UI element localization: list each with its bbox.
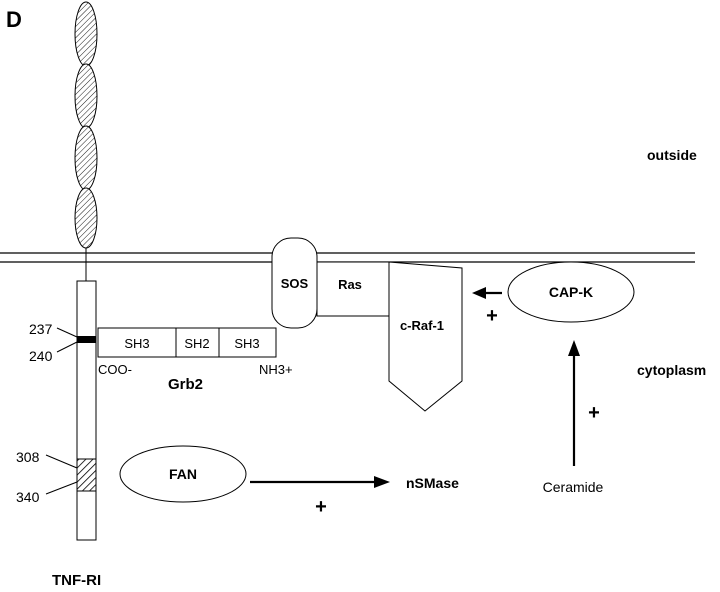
grb2-n-terminus: NH3+ — [259, 362, 293, 377]
residue-markers: 237 240 308 340 — [16, 321, 78, 505]
ras-protein: Ras — [316, 261, 390, 317]
residue-340: 340 — [16, 489, 40, 505]
capk-to-craf-sign: + — [486, 305, 498, 327]
sos-protein: SOS — [271, 237, 318, 329]
receptor-name: TNF-RI — [52, 572, 101, 589]
ceramide-to-capk-sign: + — [588, 402, 600, 424]
grb2-c-terminus: COO- — [98, 362, 132, 377]
residue-308: 308 — [16, 449, 40, 465]
craf-label: c-Raf-1 — [400, 318, 444, 333]
fan-binding-domain — [76, 458, 97, 492]
fan-to-nsmase-arrow — [250, 476, 390, 488]
nsmase-label: nSMase — [406, 475, 459, 491]
ras-label: Ras — [338, 277, 362, 292]
capk-to-craf-arrow — [472, 287, 502, 299]
receptor-extracellular-domain — [74, 1, 98, 281]
fan-label: FAN — [169, 466, 197, 482]
outside-label: outside — [647, 147, 697, 163]
sos-label: SOS — [281, 276, 309, 291]
grb2-domain-sh2: SH2 — [184, 336, 209, 351]
grb2-domain-sh3-c: SH3 — [124, 336, 149, 351]
craf-protein: c-Raf-1 — [388, 261, 463, 412]
fan-to-nsmase-sign: + — [315, 496, 327, 518]
receptor-cytoplasmic-tail — [76, 280, 97, 541]
grb2-binding-motif — [77, 336, 96, 343]
grb2-name: Grb2 — [168, 376, 203, 393]
residue-240: 240 — [29, 348, 53, 364]
ceramide-to-capk-arrow — [568, 340, 580, 466]
grb2-adaptor: SH3 SH2 SH3 COO- NH3+ Grb2 — [97, 327, 293, 393]
capk-label: CAP-K — [549, 284, 593, 300]
fan-protein: FAN — [119, 445, 247, 503]
ceramide-label: Ceramide — [543, 479, 604, 495]
residue-237: 237 — [29, 321, 53, 337]
panel-label: D — [6, 7, 22, 32]
grb2-domain-sh3-n: SH3 — [234, 336, 259, 351]
plasma-membrane — [0, 252, 695, 263]
capk-kinase: CAP-K — [507, 261, 635, 323]
cytoplasm-label: cytoplasm — [637, 362, 706, 378]
